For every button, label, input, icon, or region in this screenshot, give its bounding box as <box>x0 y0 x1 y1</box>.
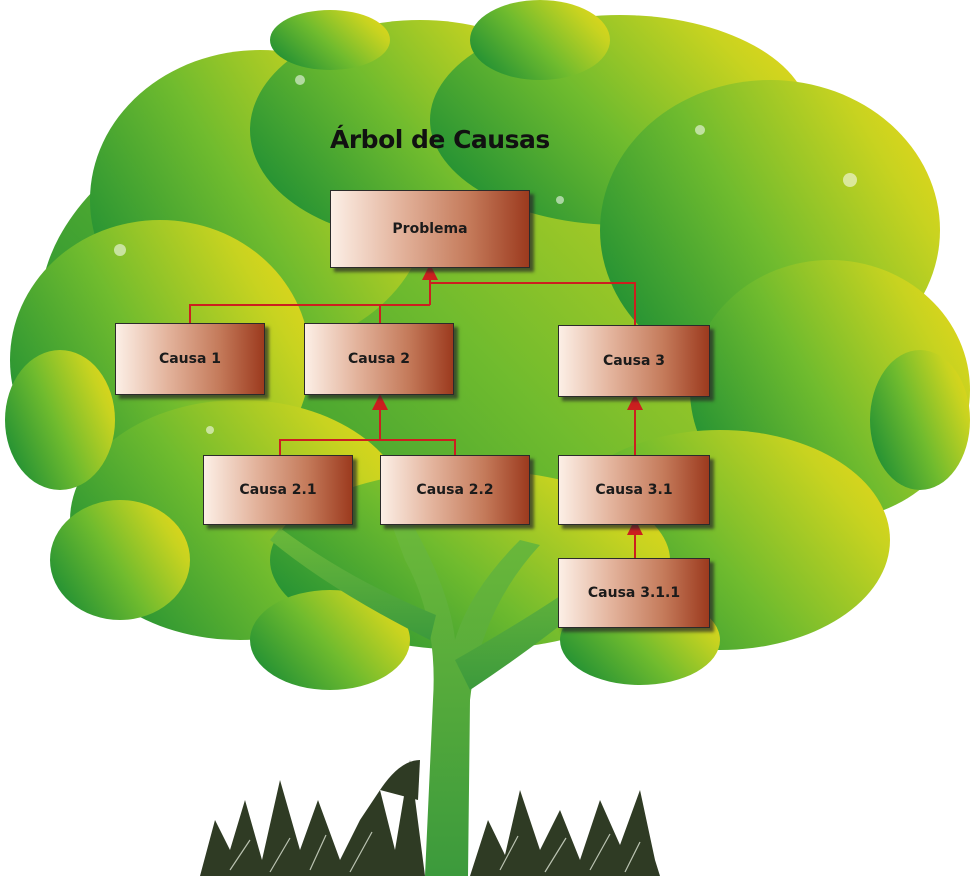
connector-cause3-to-problem <box>430 282 636 325</box>
node-cause-2-1: Causa 2.1 <box>203 455 353 525</box>
node-cause-3-1: Causa 3.1 <box>558 455 710 525</box>
node-cause-2: Causa 2 <box>304 323 454 395</box>
ground-grass <box>200 760 660 876</box>
node-problem: Problema <box>330 190 530 268</box>
node-cause-3-1-1: Causa 3.1.1 <box>558 558 710 628</box>
canopy-highlights <box>75 75 906 625</box>
node-cause-2-2: Causa 2.2 <box>380 455 530 525</box>
connector-cause2-1-to-cause2 <box>279 439 456 455</box>
diagram-title: Árbol de Causas <box>330 125 550 154</box>
connector-cause1-to-problem <box>189 304 430 325</box>
node-cause-3: Causa 3 <box>558 325 710 397</box>
ground-highlights <box>229 831 641 873</box>
node-cause-1: Causa 1 <box>115 323 265 395</box>
